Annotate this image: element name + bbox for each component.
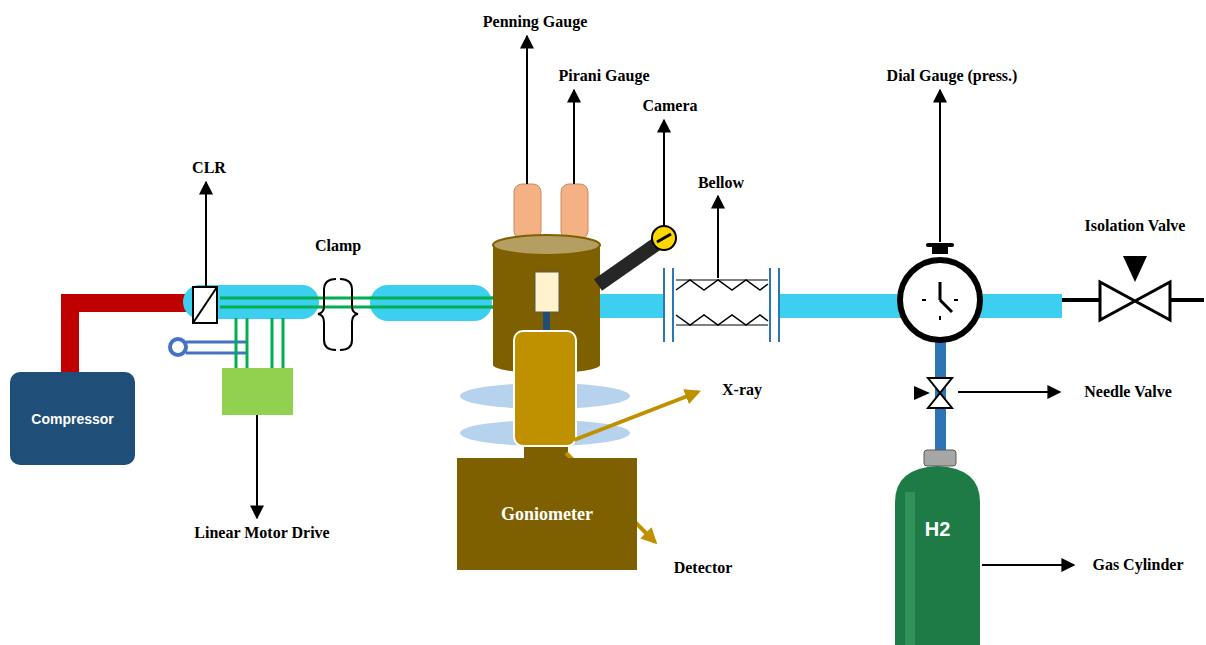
dial-gauge bbox=[900, 260, 980, 340]
part-label: Isolation Valve bbox=[1085, 217, 1186, 235]
needle-valve-handle bbox=[914, 386, 930, 400]
dial-tick bbox=[939, 316, 941, 320]
needle-valve bbox=[928, 378, 952, 408]
bellow-flange bbox=[663, 268, 665, 342]
part-label: Linear Motor Drive bbox=[194, 524, 329, 542]
valve-line bbox=[1170, 298, 1204, 302]
compressor-box: Compressor bbox=[10, 372, 135, 465]
camera-arm bbox=[598, 243, 658, 285]
leader-arrow bbox=[256, 415, 258, 518]
drive-wire bbox=[235, 318, 238, 370]
node-text: Compressor bbox=[31, 411, 113, 427]
clr-window bbox=[193, 287, 217, 323]
part-label: Gas Cylinder bbox=[1092, 556, 1183, 574]
bellow-flange bbox=[769, 268, 771, 342]
dial-tick bbox=[922, 299, 926, 301]
leader-arrow bbox=[958, 391, 1060, 393]
pirani-gauge bbox=[561, 184, 588, 239]
leader-arrow bbox=[663, 120, 665, 226]
leader-arrow bbox=[573, 90, 575, 184]
linear-motor bbox=[222, 368, 293, 415]
node-text: H2 bbox=[925, 518, 951, 541]
bellow-flange bbox=[672, 268, 674, 342]
transfer-tube bbox=[370, 285, 492, 321]
coil-loop bbox=[170, 339, 186, 355]
part-label: Dial Gauge (press.) bbox=[887, 67, 1018, 85]
part-label: CLR bbox=[192, 159, 226, 177]
drive-wire bbox=[271, 318, 274, 370]
clr-diagonal bbox=[193, 287, 217, 323]
part-label: Camera bbox=[642, 97, 697, 115]
leader-arrow bbox=[982, 564, 1074, 566]
dial-knob bbox=[932, 246, 948, 254]
chamber-lid bbox=[493, 235, 600, 255]
drive-rod bbox=[220, 297, 535, 300]
part-label: Detector bbox=[674, 559, 733, 577]
drive-rod bbox=[220, 306, 535, 309]
drive-wire bbox=[282, 318, 285, 370]
leader-arrow bbox=[205, 182, 207, 287]
cylinder-outline bbox=[895, 462, 980, 645]
bellow-edge bbox=[676, 280, 768, 281]
part-label: Needle Valve bbox=[1084, 383, 1172, 401]
part-label: Bellow bbox=[698, 174, 744, 192]
valve-line bbox=[1062, 298, 1100, 302]
leader-arrow bbox=[717, 196, 719, 278]
dial-needle bbox=[939, 282, 942, 300]
part-label: Clamp bbox=[315, 237, 361, 255]
sample bbox=[535, 272, 559, 312]
clamp-bracket bbox=[318, 279, 336, 350]
bellow-folds bbox=[676, 315, 768, 325]
goniometer-head bbox=[514, 331, 576, 446]
bellow-flange bbox=[778, 268, 780, 342]
goniometer-box: Goniometer bbox=[457, 458, 637, 570]
leader-arrow bbox=[526, 36, 528, 184]
cylinder-body bbox=[895, 466, 980, 645]
leader-arrow bbox=[939, 90, 941, 242]
gauge-pipe bbox=[778, 294, 903, 318]
camera-lens bbox=[657, 234, 671, 242]
clamp-bracket bbox=[340, 279, 358, 350]
chamber-pipe bbox=[598, 294, 664, 318]
isolation-valve bbox=[1100, 282, 1170, 320]
drive-wire bbox=[246, 318, 249, 370]
dial-tick bbox=[954, 299, 958, 301]
part-label: Penning Gauge bbox=[483, 13, 587, 31]
penning-gauge bbox=[514, 184, 541, 239]
isolation-valve-handle bbox=[1123, 256, 1147, 282]
dial-knob bbox=[926, 243, 954, 247]
bellow-folds bbox=[676, 280, 768, 290]
x-ray-beam bbox=[574, 392, 698, 440]
part-label: X-ray bbox=[722, 381, 762, 399]
node-text: Goniometer bbox=[501, 504, 593, 525]
cylinder-highlight bbox=[905, 492, 915, 645]
part-label: Pirani Gauge bbox=[558, 67, 649, 85]
bellow-edge bbox=[676, 325, 768, 326]
cylinder-cap bbox=[924, 450, 956, 466]
compressor-pipe bbox=[70, 303, 190, 375]
camera bbox=[652, 226, 676, 250]
gas-cylinder: H2 bbox=[895, 462, 980, 645]
valve-pipe bbox=[978, 294, 1062, 318]
dial-needle bbox=[940, 300, 952, 312]
